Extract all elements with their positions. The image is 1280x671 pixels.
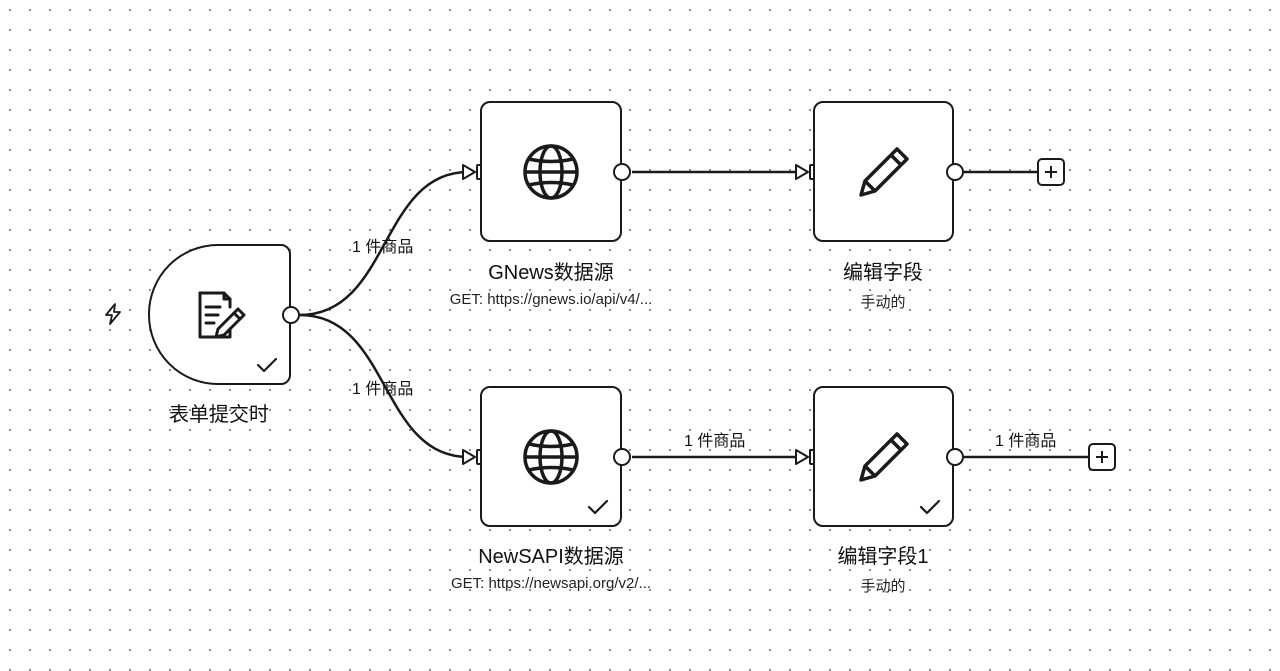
- node-form-trigger[interactable]: [148, 244, 291, 385]
- arrowhead: [795, 449, 809, 465]
- plus-icon: [1096, 451, 1108, 463]
- edge-item-count-label: 1 件商品: [684, 433, 746, 450]
- edge-trigger-to-newsapi[interactable]: [299, 313, 469, 459]
- edge-item-count-label: 1 件商品: [352, 381, 414, 398]
- output-handle[interactable]: [613, 163, 631, 181]
- pencil-icon: [853, 141, 915, 203]
- node-newsapi-http-request[interactable]: [480, 386, 622, 527]
- node-title: 表单提交时: [169, 404, 269, 426]
- node-title: GNews数据源: [488, 262, 614, 284]
- plus-icon: [1045, 166, 1057, 178]
- form-edit-icon: [190, 285, 250, 345]
- arrowhead: [462, 449, 476, 465]
- edge-trigger-to-gnews[interactable]: [299, 170, 469, 317]
- node-subtitle: GET: https://newsapi.org/v2/...: [450, 575, 652, 592]
- edge-item-count-label: 1 件商品: [352, 239, 414, 256]
- output-handle[interactable]: [282, 306, 300, 324]
- node-title: NewSAPI数据源: [478, 546, 624, 568]
- globe-icon: [520, 426, 582, 488]
- node-subtitle: GET: https://gnews.io/api/v4/...: [449, 291, 653, 308]
- arrowhead: [795, 164, 809, 180]
- node-subtitle: 手动的: [860, 578, 906, 595]
- node-edit-fields-1[interactable]: [813, 386, 954, 527]
- output-handle[interactable]: [613, 448, 631, 466]
- node-title: 编辑字段1: [837, 546, 929, 568]
- check-icon: [918, 498, 942, 516]
- check-icon: [586, 498, 610, 516]
- node-subtitle: 手动的: [860, 294, 906, 311]
- edge-item-count-label: 1 件商品: [995, 433, 1057, 450]
- node-gnews-http-request[interactable]: [480, 101, 622, 242]
- add-node-button[interactable]: [1037, 158, 1065, 186]
- check-icon: [255, 356, 279, 374]
- globe-icon: [520, 141, 582, 203]
- lightning-bolt-icon: [103, 303, 123, 325]
- pencil-icon: [853, 426, 915, 488]
- output-handle[interactable]: [946, 448, 964, 466]
- arrowhead: [462, 164, 476, 180]
- output-handle[interactable]: [946, 163, 964, 181]
- node-title: 编辑字段: [843, 262, 923, 284]
- add-node-button[interactable]: [1088, 443, 1116, 471]
- node-edit-fields[interactable]: [813, 101, 954, 242]
